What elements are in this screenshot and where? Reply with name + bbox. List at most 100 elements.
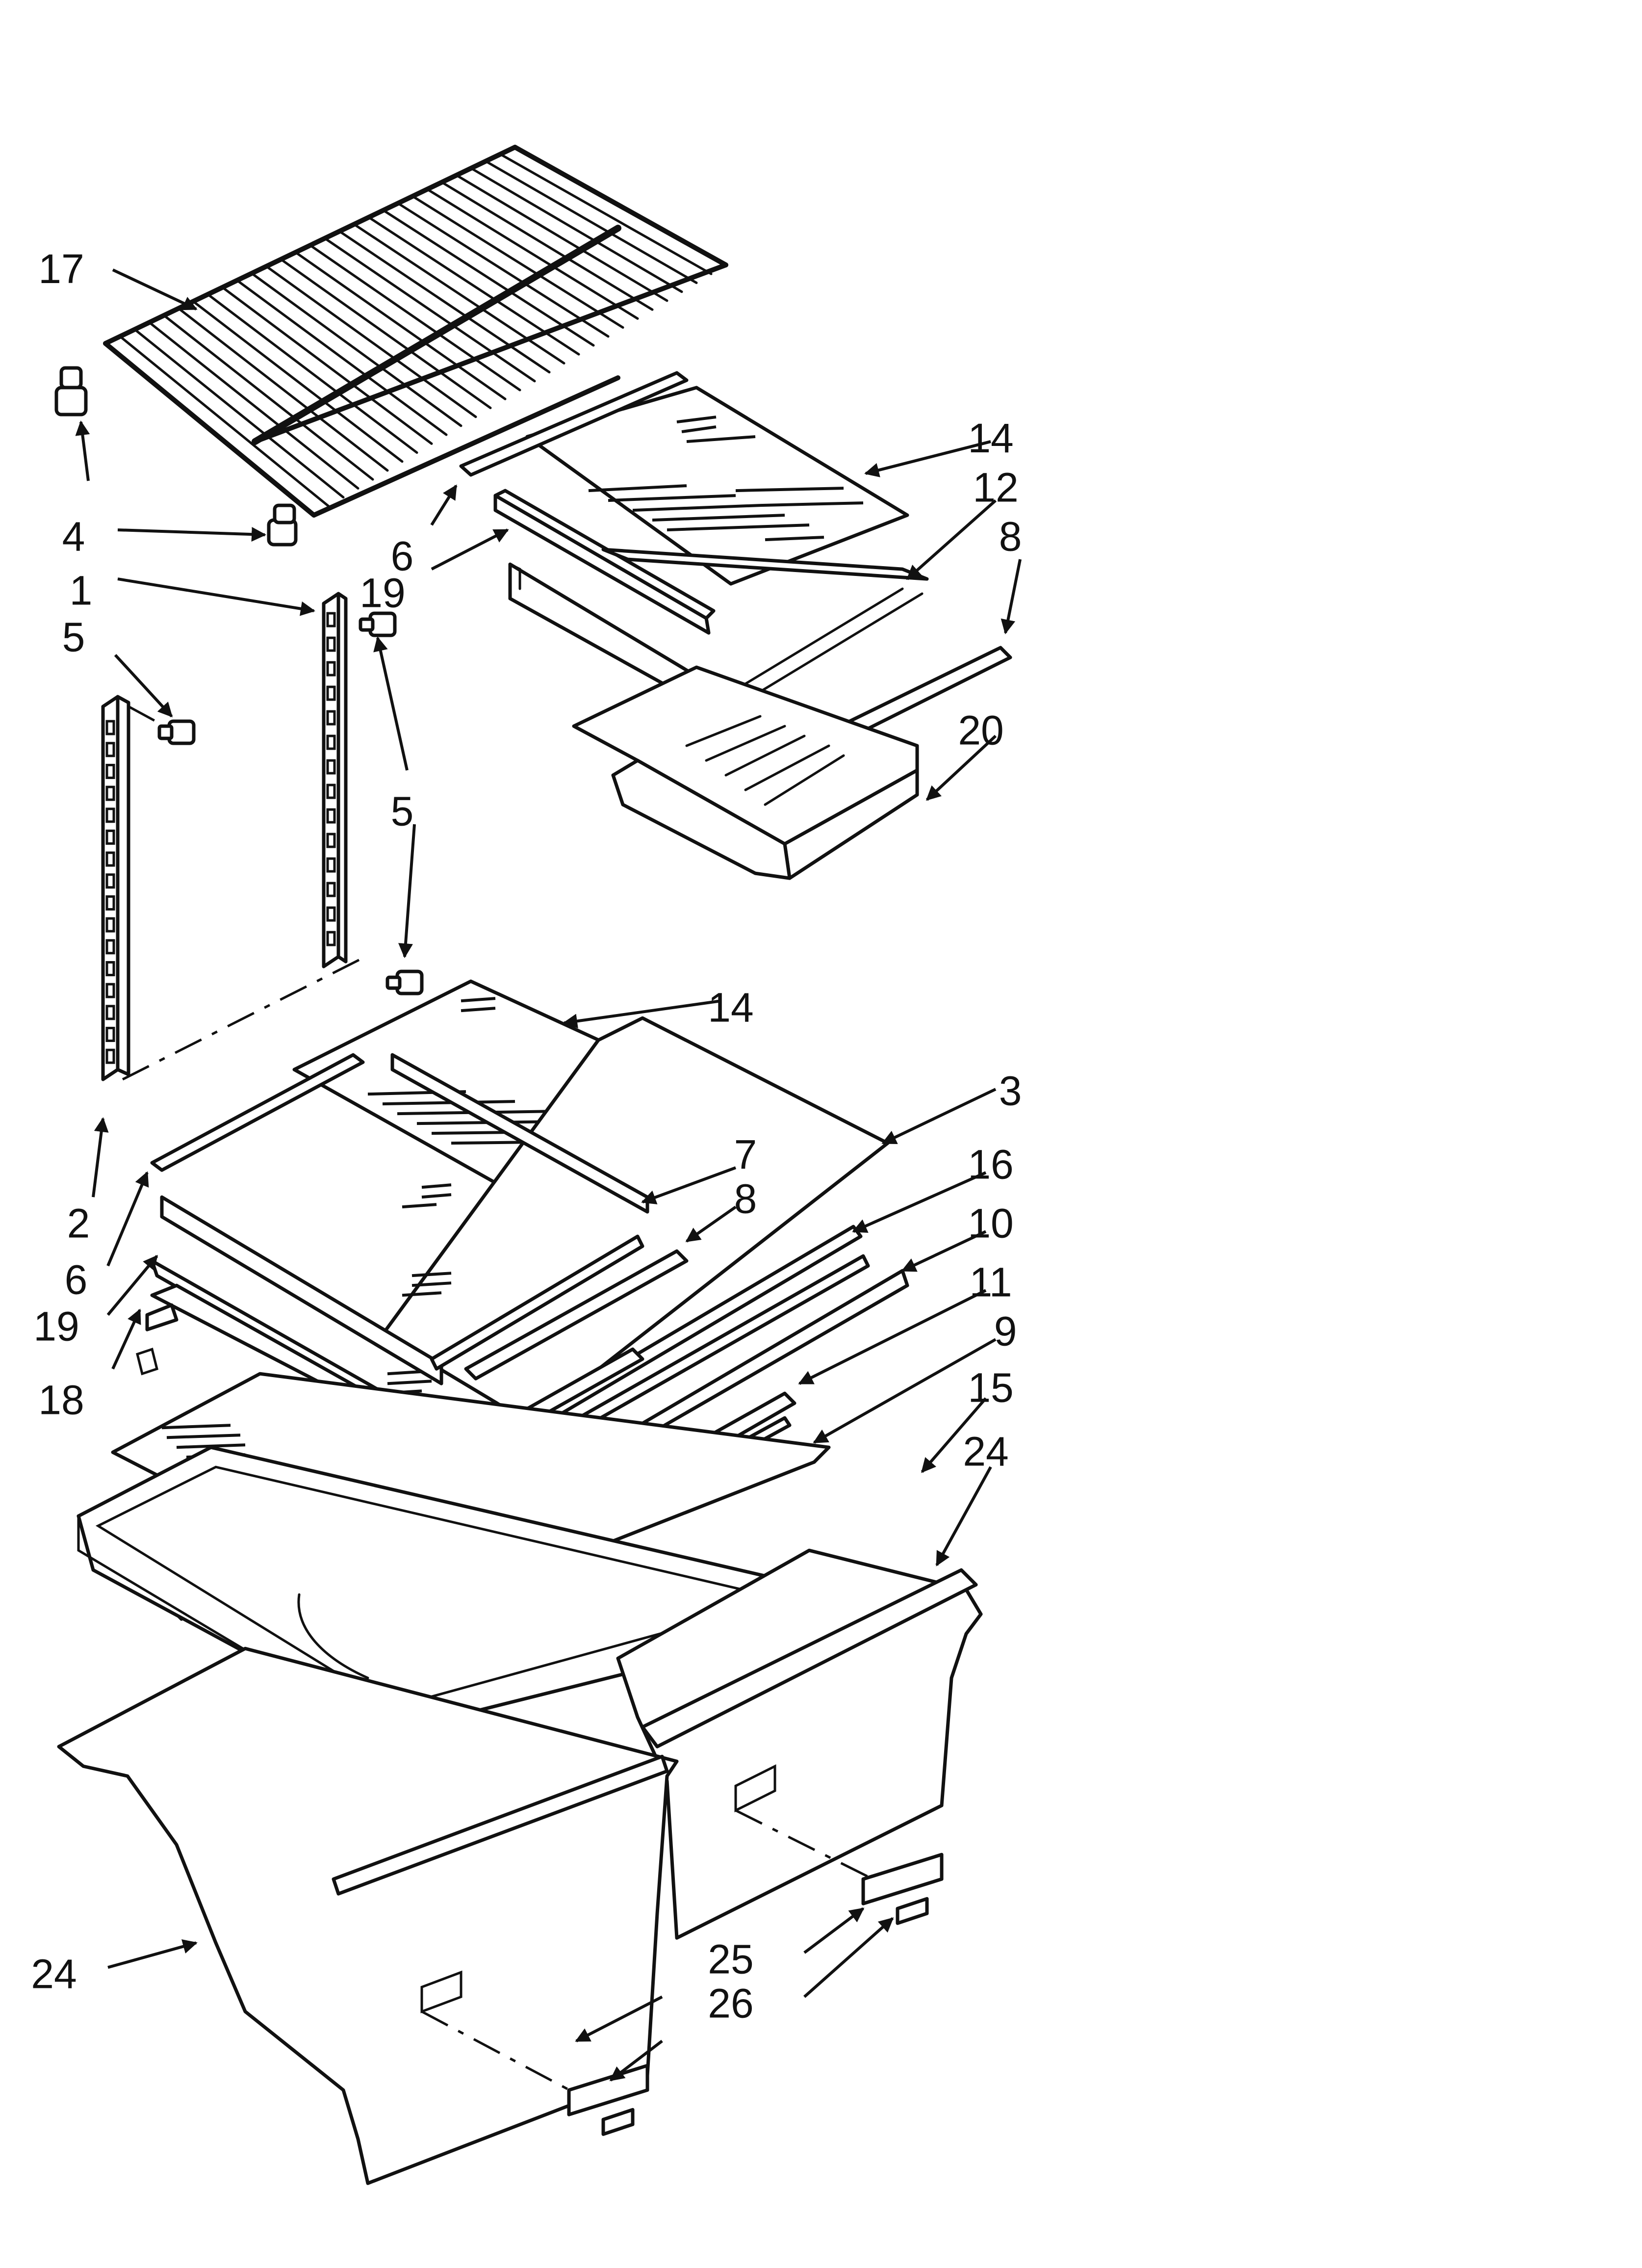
shelf-wire xyxy=(294,251,507,400)
shelf-wire xyxy=(177,307,389,472)
callout-label: 8 xyxy=(734,1175,757,1222)
rail-slot xyxy=(326,808,336,824)
leader-line xyxy=(813,1338,997,1444)
shelf-wire xyxy=(148,321,359,490)
shelf-wire xyxy=(323,237,536,383)
drawer-handle-rear xyxy=(861,1852,944,1925)
callout-label: 7 xyxy=(734,1131,757,1177)
rail-slot xyxy=(105,763,115,779)
leader-line xyxy=(925,734,997,801)
leader-line xyxy=(398,824,416,959)
callout-label: 16 xyxy=(968,1141,1013,1187)
rail-slot xyxy=(105,895,115,911)
callout-label: 24 xyxy=(31,1951,77,1997)
leader-line xyxy=(373,636,409,771)
ladder-rail-left xyxy=(101,695,130,1081)
drawer-handle-front xyxy=(567,2063,649,2136)
leader-line xyxy=(921,1397,987,1473)
rail-slot xyxy=(105,829,115,845)
rail-slot xyxy=(326,833,336,848)
rail-slot xyxy=(326,857,336,873)
leader-line xyxy=(641,1166,737,1204)
shelf-wire xyxy=(499,153,713,275)
rail-slot xyxy=(105,851,115,867)
shelf-wire xyxy=(250,272,462,427)
callout-label: 9 xyxy=(994,1308,1017,1354)
shelf-wire xyxy=(192,300,404,463)
leader-line xyxy=(906,499,997,580)
callout-label: 2 xyxy=(67,1200,90,1246)
leader-line xyxy=(75,420,90,481)
screw-lower xyxy=(385,969,424,995)
rail-slot xyxy=(326,685,336,701)
rail-slot xyxy=(105,808,115,823)
screw-upper-left xyxy=(157,719,196,745)
callout-label: 25 xyxy=(708,1936,753,1982)
screw-upper-right xyxy=(359,611,397,637)
callout-label: 10 xyxy=(968,1200,1013,1246)
shelf-wire xyxy=(265,265,477,418)
shelf-wire xyxy=(119,335,330,508)
upper-shelf-glass xyxy=(525,386,909,586)
crisper-drawer-upper xyxy=(572,665,919,880)
rail-slot xyxy=(105,742,115,757)
callout-label: 6 xyxy=(391,533,414,579)
leader-line xyxy=(107,1939,198,1969)
leader-line xyxy=(1001,559,1022,635)
leader-line xyxy=(106,1171,149,1267)
leader-line xyxy=(803,1917,894,1998)
shelf-wire xyxy=(382,209,595,347)
callout-label: 6 xyxy=(65,1256,88,1303)
callout-label: 4 xyxy=(62,513,85,559)
leader-lines xyxy=(75,268,1022,2082)
rail-slot xyxy=(105,983,115,998)
rail-slot xyxy=(105,1048,115,1064)
shelf-support-left xyxy=(54,366,88,417)
shelf-wire xyxy=(162,314,374,481)
shelf-frame-lower xyxy=(150,1053,689,1385)
ladder-rail-right xyxy=(322,592,348,968)
callout-label: 5 xyxy=(62,614,85,660)
leader-line xyxy=(111,1308,141,1370)
rail-slot xyxy=(326,661,336,677)
rail-slot xyxy=(105,785,115,801)
rail-slot xyxy=(326,906,336,922)
leader-line xyxy=(117,527,267,542)
wire-shelf xyxy=(103,145,729,518)
callout-label: 19 xyxy=(359,570,405,616)
shelf-wire xyxy=(353,223,565,365)
leader-line xyxy=(609,2039,663,2082)
shelf-wire xyxy=(440,181,654,311)
callout-labels: 1741556191412820143781610119152426191824… xyxy=(31,246,1022,2026)
callout-label: 11 xyxy=(969,1259,1012,1305)
shelf-wire xyxy=(513,146,727,266)
callout-label: 8 xyxy=(999,513,1022,559)
callout-label: 15 xyxy=(968,1364,1013,1410)
shelf-wire xyxy=(235,279,448,436)
callout-label: 14 xyxy=(968,415,1013,461)
shelf-wire xyxy=(338,230,551,374)
callout-label: 14 xyxy=(708,984,753,1030)
leader-line xyxy=(106,1254,158,1316)
leader-line xyxy=(935,1466,992,1566)
upper-shelf-front-trim xyxy=(459,371,689,477)
rail-slot xyxy=(326,734,336,750)
rail-slot xyxy=(326,931,336,946)
shelf-support-right xyxy=(267,503,298,547)
leader-line xyxy=(114,654,173,718)
leader-line xyxy=(803,1907,865,1954)
callout-label: 17 xyxy=(38,246,84,292)
leader-line xyxy=(112,268,198,311)
leader-line xyxy=(881,1088,997,1145)
rail-slot xyxy=(105,1026,115,1042)
shelf-wire xyxy=(104,342,315,517)
leader-line xyxy=(798,1289,987,1385)
shelf-wire xyxy=(396,202,610,338)
shelf-wire xyxy=(455,174,668,302)
leader-line xyxy=(430,484,458,526)
leader-line xyxy=(563,999,721,1029)
crisper-drawer-rear xyxy=(616,1548,983,1940)
shelf-wire xyxy=(309,244,521,391)
rail-slot xyxy=(105,873,115,889)
shelf-wire xyxy=(411,195,624,329)
